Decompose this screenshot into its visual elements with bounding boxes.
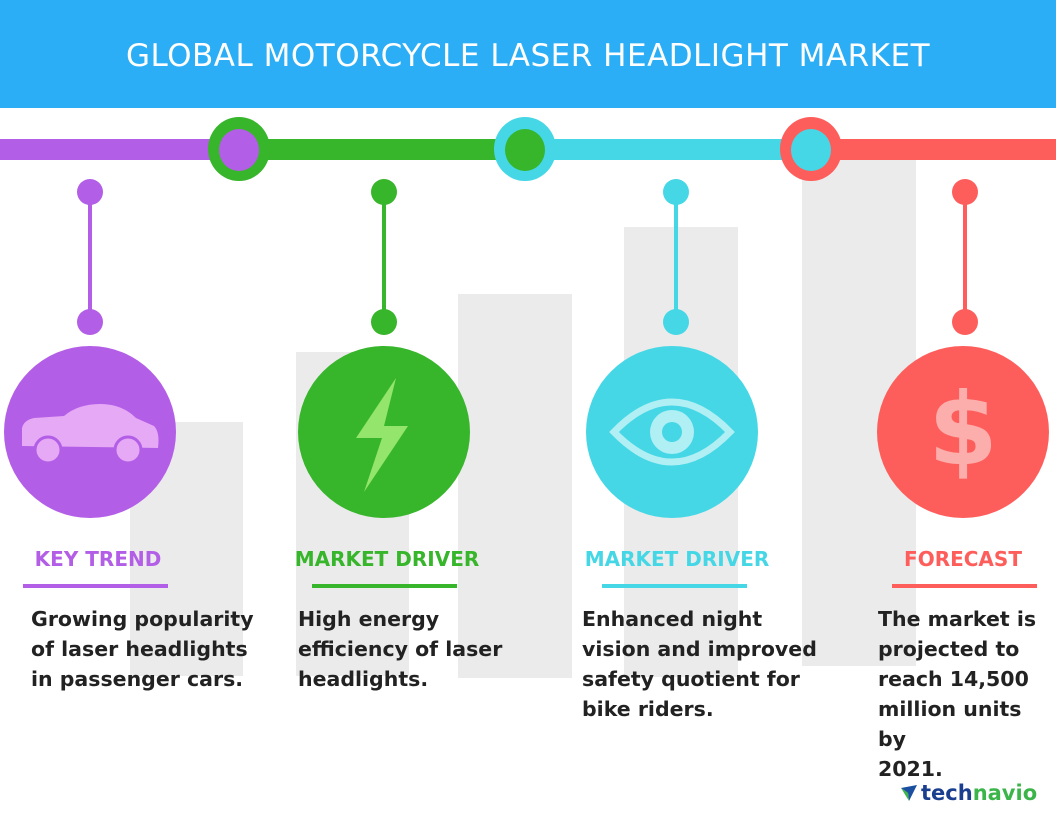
- label-underline: [312, 584, 457, 588]
- column-text: Enhanced night vision and improved safet…: [582, 604, 817, 724]
- column-label: MARKET DRIVER: [294, 547, 480, 571]
- background-bar: [458, 294, 572, 678]
- column-text: Growing popularity of laser headlights i…: [31, 604, 254, 694]
- text-line: Enhanced night: [582, 607, 763, 631]
- timeline-node-inner: [791, 129, 831, 171]
- pin-stem: [963, 195, 967, 323]
- timeline-node-inner: [505, 129, 545, 171]
- column-label: KEY TREND: [34, 547, 162, 571]
- label-underline: [23, 584, 168, 588]
- pin-stem: [88, 195, 92, 323]
- pin-dot: [77, 309, 103, 335]
- lightning-icon: [298, 346, 470, 518]
- text-line: million units by: [878, 697, 1022, 751]
- text-line: safety quotient for: [582, 667, 800, 691]
- timeline-segment: [0, 139, 240, 160]
- dollar-icon: $: [877, 346, 1049, 518]
- text-line: in passenger cars.: [31, 667, 244, 691]
- pin-dot: [371, 309, 397, 335]
- text-line: bike riders.: [582, 697, 714, 721]
- text-line: vision and improved: [582, 637, 817, 661]
- pin-dot: [952, 309, 978, 335]
- text-line: Growing popularity: [31, 607, 254, 631]
- timeline-segment: [240, 139, 525, 160]
- eye-icon: [586, 346, 758, 518]
- svg-text:$: $: [928, 371, 998, 488]
- logo-text: tech: [921, 781, 973, 805]
- timeline-segment: [525, 139, 810, 160]
- text-line: reach 14,500: [878, 667, 1029, 691]
- logo-mark-icon: [901, 785, 917, 801]
- text-line: The market is: [878, 607, 1037, 631]
- column-text: The market is projected to reach 14,500 …: [878, 604, 1056, 784]
- car-icon: [4, 346, 176, 518]
- timeline-node-inner: [219, 129, 259, 171]
- pin-stem: [674, 195, 678, 323]
- column-text: High energy efficiency of laser headligh…: [298, 604, 502, 694]
- label-underline: [602, 584, 747, 588]
- text-line: efficiency of laser: [298, 637, 503, 661]
- label-underline: [892, 584, 1037, 588]
- text-line: of laser headlights: [31, 637, 248, 661]
- timeline-segment: [810, 139, 1056, 160]
- pin-dot: [663, 309, 689, 335]
- column-label: FORECAST: [904, 547, 1022, 571]
- logo-text: navio: [972, 781, 1038, 805]
- text-line: High energy: [298, 607, 440, 631]
- page-title: GLOBAL MOTORCYCLE LASER HEADLIGHT MARKET: [0, 0, 1056, 108]
- pin-stem: [382, 195, 386, 323]
- text-line: 2021.: [878, 757, 943, 781]
- text-line: projected to: [878, 637, 1020, 661]
- column-label: MARKET DRIVER: [584, 547, 770, 571]
- text-line: headlights.: [298, 667, 429, 691]
